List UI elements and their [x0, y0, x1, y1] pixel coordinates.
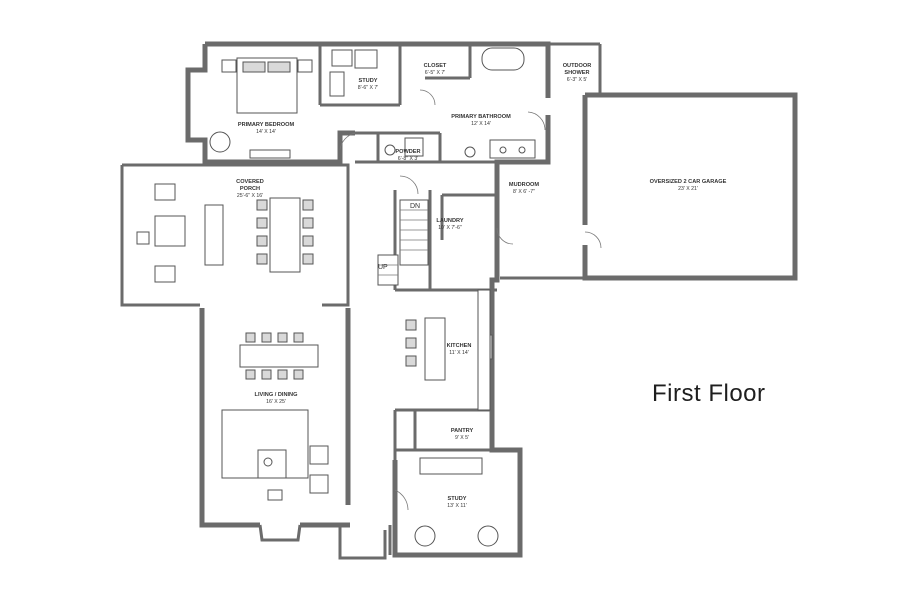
dining-furniture [239, 332, 319, 380]
primary-bedroom-furniture [209, 57, 313, 159]
study-upper-label: STUDY [359, 78, 378, 84]
stair-down-label: DN [410, 203, 420, 210]
covered-porch-label-1: COVERED [236, 179, 264, 185]
pantry-label: PANTRY [451, 428, 474, 434]
outdoor-shower-label-2: SHOWER [564, 70, 589, 76]
outdoor-shower-dim: 6'-3" X 5' [567, 77, 588, 83]
floor-title: First Floor [652, 380, 766, 407]
kitchen-label: KITCHEN [447, 343, 472, 349]
primary-bathroom-label: PRIMARY BATHROOM [451, 114, 511, 120]
living-dining-dim: 16' X 25' [266, 399, 286, 405]
garage-label: OVERSIZED 2 CAR GARAGE [650, 179, 727, 185]
study-upper-dim: 8'-6" X 7' [358, 85, 379, 91]
covered-porch-label-2: PORCH [240, 186, 260, 192]
primary-bedroom-dim: 14' X 14' [256, 129, 276, 135]
study-lower-furniture [414, 457, 499, 547]
mudroom-dim: 8' X 6' -7" [513, 189, 535, 195]
room-labels: PRIMARY BEDROOM 14' X 14' STUDY 8'-6" X … [236, 63, 726, 509]
study-lower-label: STUDY [448, 496, 467, 502]
living-dining-label: LIVING / DINING [255, 392, 298, 398]
laundry-dim: 10' X 7'-6" [438, 225, 462, 231]
primary-bathroom-dim: 12' X 14' [471, 121, 491, 127]
stair-up-label: UP [378, 264, 388, 271]
garage-dim: 23' X 21' [678, 186, 698, 192]
study-upper-furniture [329, 49, 378, 97]
closet-dim: 6'-5" X 7' [425, 70, 446, 76]
stairs [377, 199, 429, 286]
primary-bedroom-label: PRIMARY BEDROOM [238, 122, 295, 128]
powder-dim: 6'-8" X 3' [398, 156, 419, 162]
powder-label: POWDER [395, 149, 420, 155]
kitchen-dim: 11' X 14' [449, 350, 468, 356]
study-lower-dim: 13' X 11' [447, 503, 466, 509]
bathroom-fixtures [384, 47, 536, 159]
laundry-label: LAUNDRY [436, 218, 463, 224]
mudroom-label: MUDROOM [509, 182, 539, 188]
closet-label: CLOSET [424, 63, 447, 69]
pantry-dim: 9' X 5' [455, 435, 469, 441]
porch-furniture [136, 183, 314, 283]
covered-porch-dim: 25'-6" X 16' [237, 193, 263, 199]
living-furniture [221, 409, 329, 501]
kitchen-fixtures [405, 289, 493, 411]
outdoor-shower-label-1: OUTDOOR [563, 63, 592, 69]
garage-walls [500, 42, 798, 281]
